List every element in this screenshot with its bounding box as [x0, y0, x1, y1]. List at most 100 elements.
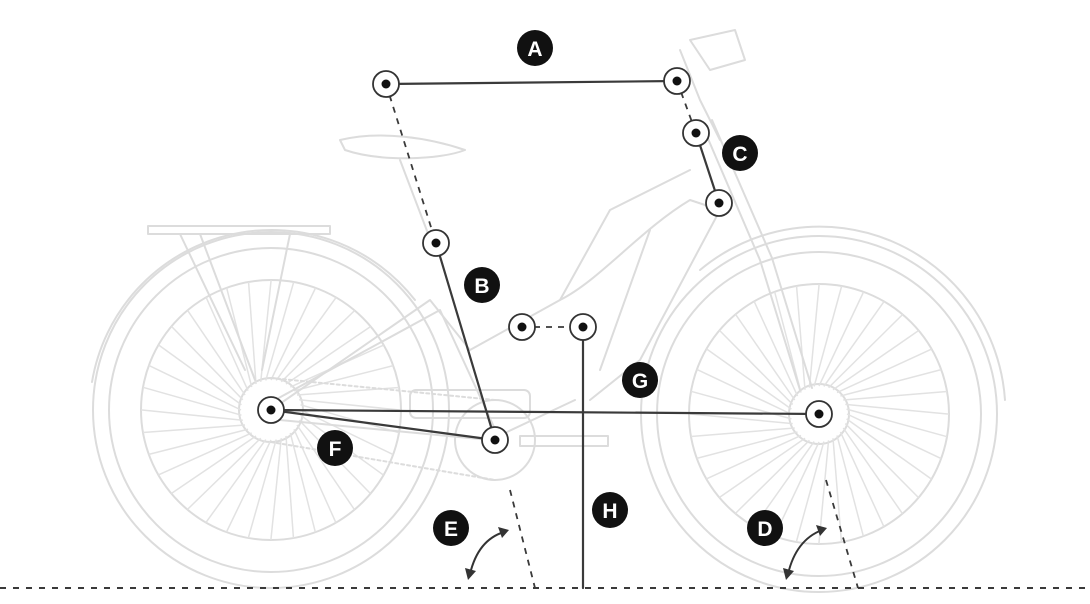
wheel-spoke	[186, 309, 246, 396]
wheel-spoke	[285, 435, 295, 539]
wheel-spoke	[813, 285, 843, 387]
point-stack-left	[508, 313, 536, 341]
badge-a-label: A	[527, 38, 542, 61]
wheel-spoke	[300, 409, 394, 456]
wheel-spoke	[247, 281, 257, 385]
wheel-spoke	[688, 413, 793, 425]
wheel-spoke	[142, 386, 242, 416]
wheel-spoke	[734, 439, 810, 515]
chain	[270, 377, 496, 481]
measurement-points	[257, 67, 833, 454]
wheel-spoke	[753, 301, 799, 397]
line-g-wheelbase	[269, 408, 821, 416]
wheel-spoke	[844, 423, 920, 499]
wheel-spoke	[690, 427, 795, 438]
wheel-spoke	[795, 285, 806, 390]
wheel-spoke	[842, 427, 904, 515]
front-wheel	[640, 235, 998, 593]
wheel-spoke	[823, 301, 885, 387]
wheel-spoke	[140, 409, 243, 422]
wheel-spoke	[270, 287, 317, 381]
wheel-spoke	[840, 368, 942, 397]
wheel-spoke	[846, 418, 932, 480]
wheel-spoke	[170, 435, 257, 495]
wheel-spoke	[299, 398, 402, 411]
point-head-upper	[682, 119, 710, 147]
crank-arm	[519, 435, 609, 447]
wheel-spoke	[158, 344, 242, 406]
line-head-extension	[676, 80, 697, 134]
badge-e-label: E	[444, 518, 458, 541]
badge-d: D	[747, 510, 783, 546]
battery	[409, 389, 531, 419]
wheel-spoke	[832, 329, 920, 391]
wheel-spoke	[718, 437, 806, 499]
point-stack-right	[569, 313, 597, 341]
point-rear-axle	[257, 396, 285, 424]
wheel-spoke	[795, 441, 825, 543]
line-seat-tube-extension	[385, 83, 437, 244]
wheel-spoke	[142, 424, 246, 434]
wheel-spoke	[170, 325, 244, 401]
wheel-spoke	[275, 297, 337, 381]
wheel-spoke	[839, 431, 885, 527]
wheel-spoke	[832, 438, 843, 543]
wheel-spoke	[296, 424, 356, 511]
wheel-spoke	[293, 364, 394, 392]
badge-h-label: H	[602, 500, 617, 523]
point-head-top	[663, 67, 691, 95]
angle-arrow-d	[783, 525, 827, 580]
badge-b: B	[464, 267, 500, 303]
wheel-spoke	[280, 309, 356, 383]
wheel-spoke	[205, 297, 249, 392]
wheel-spoke	[148, 428, 249, 456]
line-e-seat-angle	[509, 489, 536, 589]
badge-f: F	[317, 430, 353, 466]
down-tube	[559, 199, 721, 401]
wheel-spoke	[843, 390, 948, 401]
wheel-spoke	[845, 403, 950, 415]
point-front-axle	[805, 400, 833, 428]
wheel-spoke	[706, 348, 792, 410]
wheel-spoke	[846, 413, 942, 460]
badge-c-label: C	[732, 143, 747, 166]
wheel-spoke	[205, 439, 267, 523]
badge-e: E	[433, 510, 469, 546]
wheel-spoke	[270, 438, 283, 541]
wheel-spoke	[247, 439, 277, 539]
wheel-spoke	[773, 441, 820, 537]
wheel-spoke	[808, 283, 820, 388]
badge-b-label: B	[474, 275, 489, 298]
bike-illustration	[91, 29, 1006, 593]
line-a-reach	[384, 79, 679, 86]
wheel-spoke	[718, 329, 794, 405]
badge-a: A	[517, 30, 553, 66]
badge-f-label: F	[329, 438, 342, 461]
badge-g: G	[622, 362, 658, 398]
wheel-spoke	[706, 434, 802, 480]
badge-c: C	[722, 135, 758, 171]
badge-g-label: G	[632, 370, 648, 393]
wheel-spoke	[696, 368, 792, 415]
point-seat-top	[372, 70, 400, 98]
angle-arrow-e	[465, 527, 509, 580]
wheel-spoke	[836, 348, 932, 394]
wheel-spoke	[293, 428, 337, 523]
wheel-spoke	[846, 408, 948, 438]
wheel-spoke	[696, 431, 798, 460]
rear-rack	[147, 225, 331, 235]
line-f-chainstay	[269, 408, 497, 442]
point-seat-tube	[422, 229, 450, 257]
wheel-spoke	[225, 439, 272, 533]
rear-fender	[91, 228, 416, 383]
point-bottom-bracket	[481, 426, 509, 454]
geometry-lines	[269, 79, 859, 590]
wheel-spoke	[158, 432, 253, 476]
wheel-spoke	[289, 432, 317, 533]
wheel-spoke	[836, 435, 865, 537]
handlebar	[689, 29, 746, 71]
wheel-spoke	[148, 364, 242, 411]
point-head-lower	[705, 189, 733, 217]
saddle	[339, 134, 466, 160]
